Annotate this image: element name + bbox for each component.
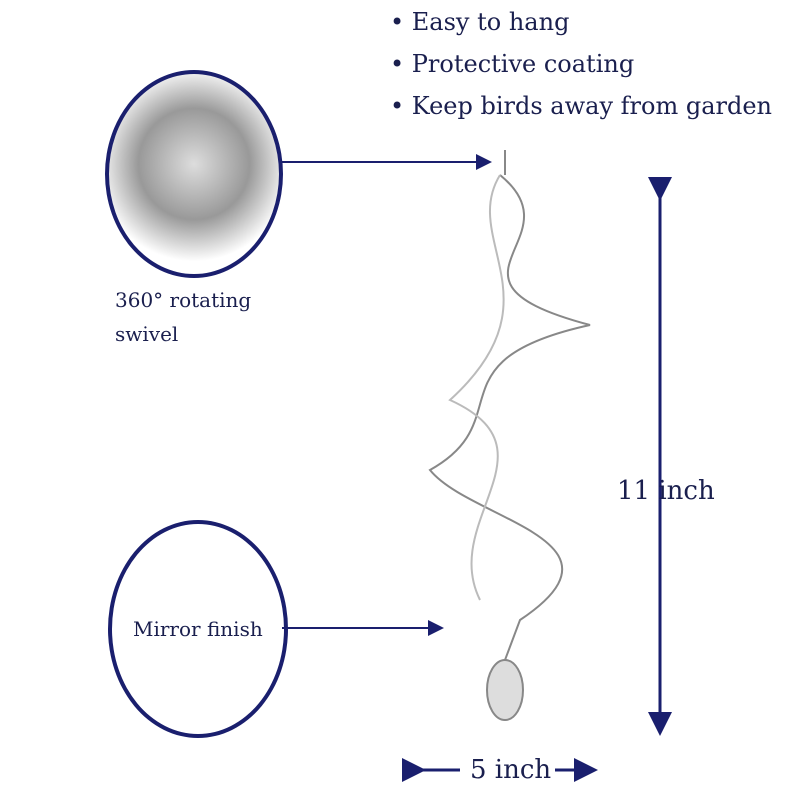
feature-3: • Keep birds away from garden bbox=[390, 92, 772, 120]
spiral-spinner-image bbox=[428, 150, 591, 721]
height-label: 11 inch bbox=[617, 476, 715, 506]
feature-1: • Easy to hang bbox=[390, 8, 570, 36]
swivel-label-2: swivel bbox=[115, 322, 179, 346]
width-label: 5 inch bbox=[470, 755, 552, 785]
swivel-label: 360° rotating bbox=[115, 288, 252, 312]
swivel-detail-image bbox=[105, 70, 283, 278]
feature-2: • Protective coating bbox=[390, 50, 635, 78]
mirror-label: Mirror finish bbox=[133, 617, 263, 641]
